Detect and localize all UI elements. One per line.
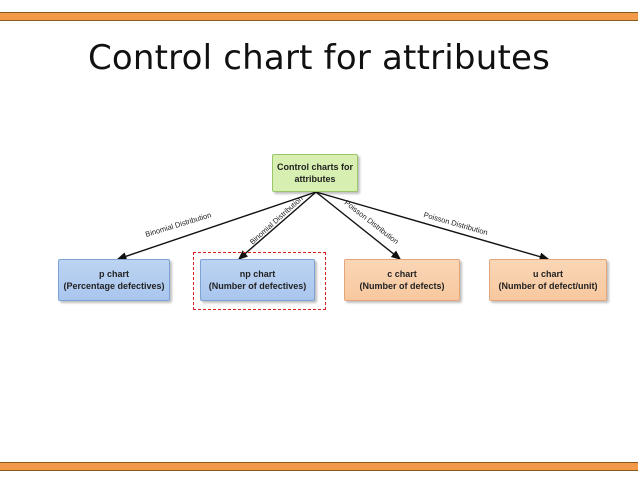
edge-label-np-chart: Binomial Distribution	[248, 194, 305, 246]
edge-p-chart	[116, 191, 317, 261]
c-chart-subtitle: (Number of defects)	[359, 281, 445, 291]
edge-c-chart	[315, 191, 402, 260]
c-chart-node: c chart (Number of defects)	[344, 259, 460, 301]
u-chart-title: u chart	[532, 269, 563, 279]
edge-label-p-chart: Binomial Distribution	[144, 210, 212, 239]
np-chart-subtitle: (Number of defectives)	[208, 281, 307, 291]
p-chart-node: p chart (Percentage defectives)	[58, 259, 170, 301]
p-chart-subtitle: (Percentage defectives)	[63, 281, 165, 291]
u-chart-subtitle: (Number of defect/unit)	[498, 281, 598, 291]
u-chart-node: u chart (Number of defect/unit)	[489, 259, 607, 301]
edge-np-chart	[237, 191, 317, 260]
root-node-line2: attributes	[294, 174, 336, 184]
np-chart-node: np chart (Number of defectives)	[200, 259, 315, 301]
root-node: Control charts for attributes	[272, 154, 358, 192]
c-chart-title: c chart	[387, 269, 417, 279]
np-chart-highlight-box	[193, 252, 326, 310]
bottom-accent-bar	[0, 462, 638, 471]
np-chart-title: np chart	[239, 269, 276, 279]
p-chart-title: p chart	[98, 269, 129, 279]
edge-u-chart	[315, 191, 550, 261]
slide-title: Control chart for attributes	[87, 38, 551, 78]
root-node-line1: Control charts for	[276, 162, 353, 172]
top-accent-bar	[0, 12, 638, 21]
edge-label-c-chart: Poisson Distribution	[343, 198, 401, 246]
